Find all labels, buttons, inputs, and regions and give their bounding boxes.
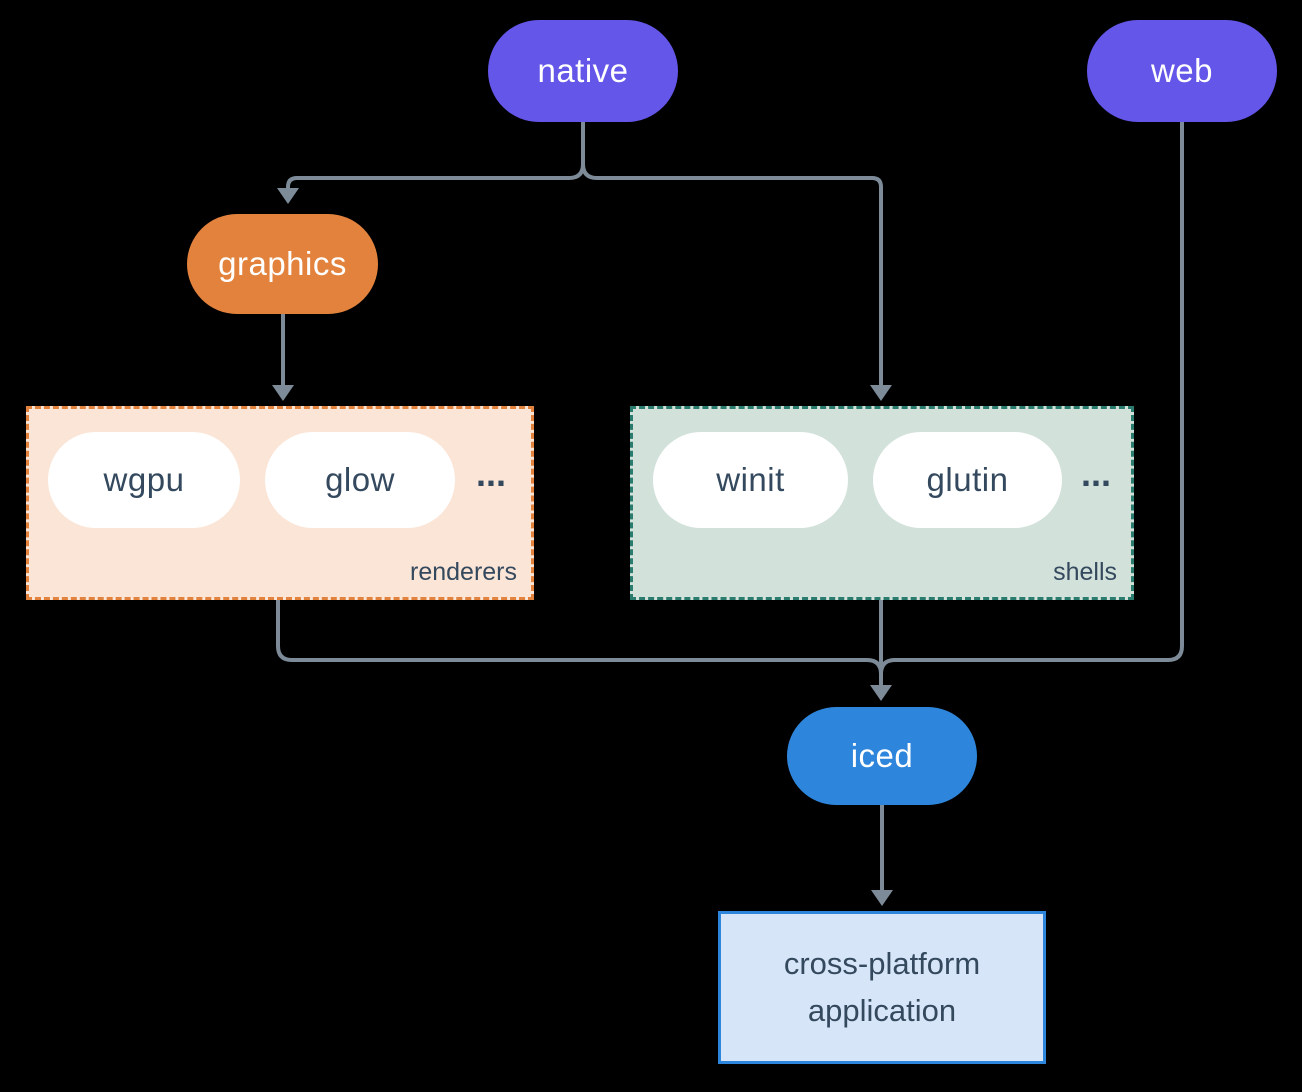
- group-shells: winit glutin ... shells: [630, 406, 1134, 600]
- arrowhead-into-graphics: [277, 188, 299, 204]
- renderers-ellipsis: ...: [476, 453, 507, 494]
- node-winit-label: winit: [716, 461, 785, 498]
- node-cross-platform-application: cross-platform application: [718, 911, 1046, 1064]
- arrowhead-into-application: [871, 890, 893, 906]
- node-glutin-label: glutin: [926, 461, 1009, 498]
- shells-ellipsis: ...: [1081, 453, 1112, 494]
- node-graphics-label: graphics: [218, 245, 347, 282]
- group-renderers: wgpu glow ... renderers: [26, 406, 534, 600]
- node-wgpu-label: wgpu: [103, 461, 185, 498]
- arrowhead-into-shells: [870, 385, 892, 401]
- node-application-label: cross-platform application: [783, 946, 981, 1028]
- node-iced-label: iced: [850, 737, 914, 774]
- node-winit: winit: [653, 432, 848, 528]
- node-graphics: graphics: [187, 214, 378, 314]
- node-glow: glow: [265, 432, 455, 528]
- node-web-label: web: [1150, 52, 1214, 89]
- group-renderers-label: renderers: [410, 558, 517, 586]
- edge-renderers-to-merge: [276, 600, 883, 680]
- edge-native-to-graphics: [286, 122, 585, 190]
- node-wgpu: wgpu: [48, 432, 240, 528]
- group-shells-label: shells: [1053, 558, 1117, 586]
- arrowhead-into-renderers: [272, 385, 294, 401]
- node-native: native: [488, 20, 678, 122]
- edge-native-to-shells: [581, 122, 883, 387]
- node-glow-label: glow: [325, 461, 395, 498]
- arrowhead-into-iced: [870, 685, 892, 701]
- node-iced: iced: [787, 707, 977, 805]
- node-native-label: native: [537, 52, 629, 89]
- node-web: web: [1087, 20, 1277, 122]
- node-glutin: glutin: [873, 432, 1062, 528]
